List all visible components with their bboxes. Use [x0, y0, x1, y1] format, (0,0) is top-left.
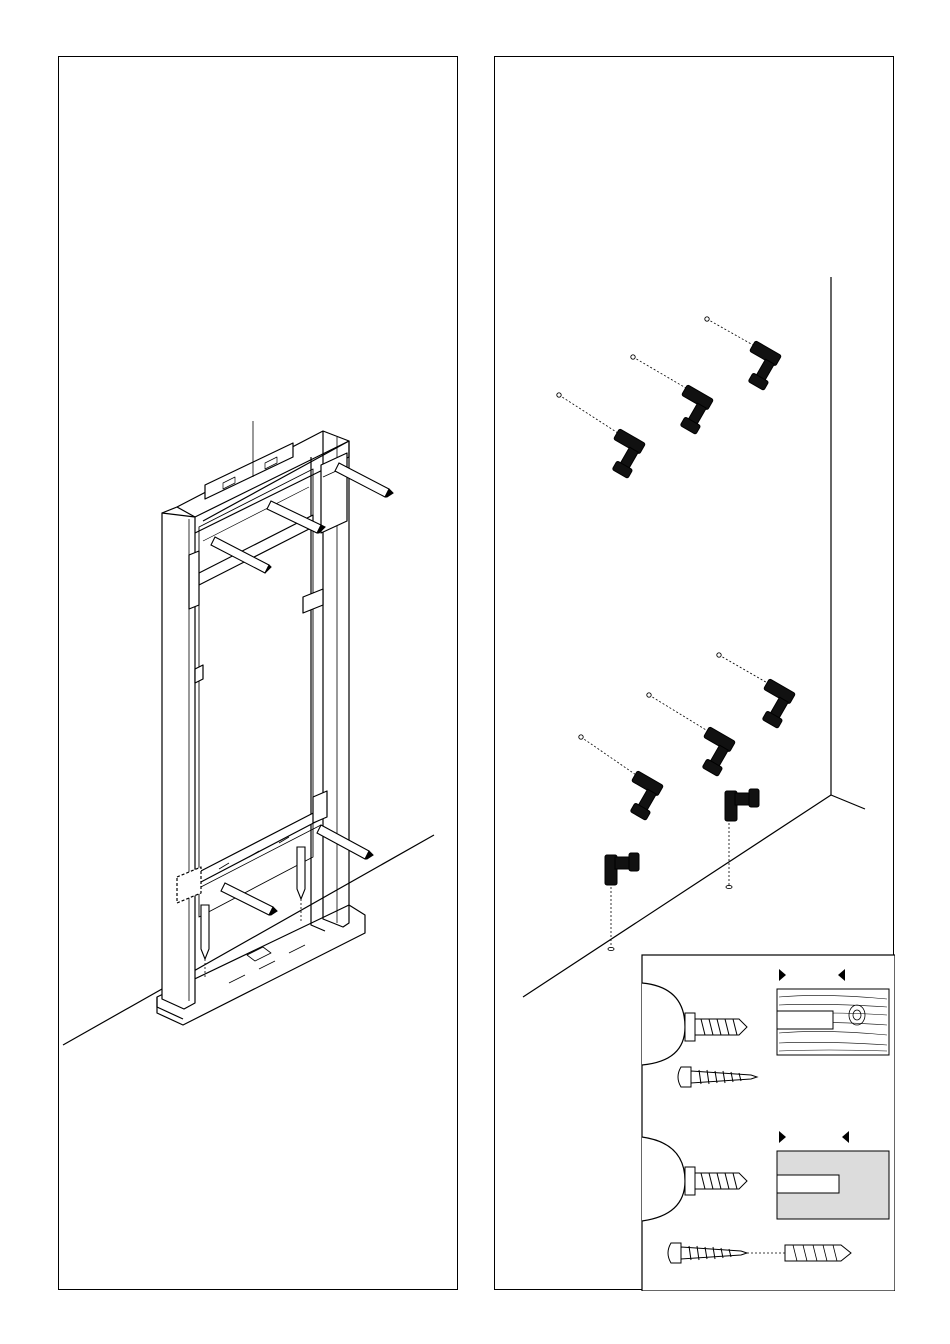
drill-hole — [557, 393, 561, 397]
frame-marking-illustration — [59, 57, 459, 1291]
drill-hole — [647, 693, 651, 697]
drill-hole — [579, 735, 583, 739]
drill-icon-vertical — [605, 853, 639, 885]
pencil-lower-2 — [317, 825, 369, 859]
drill-bit-icon — [695, 1173, 747, 1189]
drill-icon — [668, 385, 715, 435]
drill-hole — [726, 885, 732, 888]
drill-bit-icon — [695, 1019, 747, 1035]
upper-rail — [199, 515, 313, 585]
drill-icon — [750, 679, 797, 729]
drill-icon — [600, 429, 647, 479]
left-instruction-panel — [58, 56, 458, 1290]
floor-line — [63, 835, 434, 1045]
drill-hole — [608, 947, 614, 950]
drill-hole — [717, 653, 721, 657]
drill-icon — [618, 771, 665, 821]
wood-block-icon — [777, 989, 889, 1055]
drill-icon — [690, 727, 737, 777]
drill-icon — [736, 341, 783, 391]
concrete-block-icon — [777, 1151, 889, 1219]
pencil-vertical-2 — [297, 847, 305, 899]
wall-drilling-illustration — [495, 57, 895, 1291]
pencil-vertical-1 — [201, 905, 209, 959]
drill-icon-vertical — [725, 789, 759, 821]
floor-line-back — [831, 795, 865, 809]
drill-hole — [631, 355, 635, 359]
pencil-lower-1 — [221, 883, 273, 915]
drill-hole — [705, 317, 709, 321]
lower-rail — [197, 809, 325, 883]
right-instruction-panel — [494, 56, 894, 1290]
